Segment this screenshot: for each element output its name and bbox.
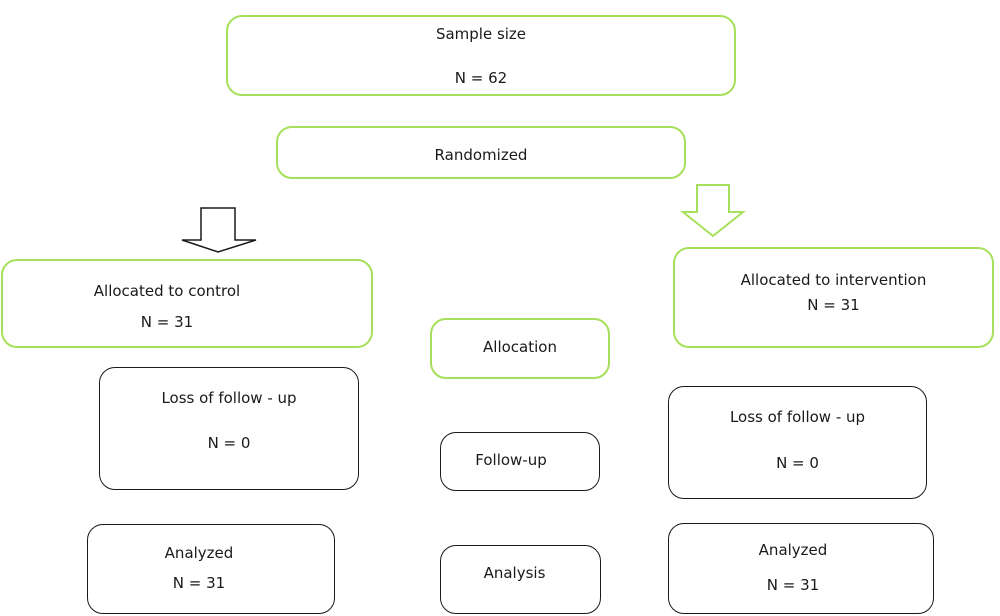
allocation-stage-box: Allocation xyxy=(430,318,610,379)
sample-size-n: N = 62 xyxy=(454,69,508,87)
follow-up-stage-label: Follow-up xyxy=(475,451,547,469)
allocated-intervention-box: Allocated to intervention N = 31 xyxy=(673,247,994,348)
control-loss-box: Loss of follow - up N = 0 xyxy=(99,367,359,490)
intervention-loss-box: Loss of follow - up N = 0 xyxy=(668,386,927,499)
control-down-arrow-icon xyxy=(181,207,257,253)
control-analyzed-box: Analyzed N = 31 xyxy=(87,524,335,614)
intervention-loss-n: N = 0 xyxy=(776,454,819,472)
control-loss-n: N = 0 xyxy=(207,434,251,452)
allocation-stage-label: Allocation xyxy=(483,338,557,356)
intervention-analyzed-n: N = 31 xyxy=(766,576,820,594)
sample-size-box: Sample size N = 62 xyxy=(226,15,736,96)
control-analyzed-n: N = 31 xyxy=(172,574,226,592)
sample-size-title: Sample size xyxy=(435,25,527,43)
allocated-intervention-n: N = 31 xyxy=(807,296,860,314)
allocated-intervention-title: Allocated to intervention xyxy=(740,271,927,289)
allocated-control-title: Allocated to control xyxy=(93,282,241,300)
allocated-control-n: N = 31 xyxy=(140,313,194,331)
intervention-down-arrow-icon xyxy=(680,184,746,238)
control-loss-title: Loss of follow - up xyxy=(161,389,297,407)
analysis-stage-label: Analysis xyxy=(483,564,546,582)
analysis-stage-box: Analysis xyxy=(440,545,601,614)
intervention-analyzed-title: Analyzed xyxy=(758,541,828,559)
control-analyzed-title: Analyzed xyxy=(164,544,234,562)
intervention-loss-title: Loss of follow - up xyxy=(729,408,866,426)
randomized-box: Randomized xyxy=(276,126,686,179)
randomized-label: Randomized xyxy=(434,146,528,164)
intervention-analyzed-box: Analyzed N = 31 xyxy=(668,523,934,614)
follow-up-stage-box: Follow-up xyxy=(440,432,600,491)
allocated-control-box: Allocated to control N = 31 xyxy=(1,259,373,348)
